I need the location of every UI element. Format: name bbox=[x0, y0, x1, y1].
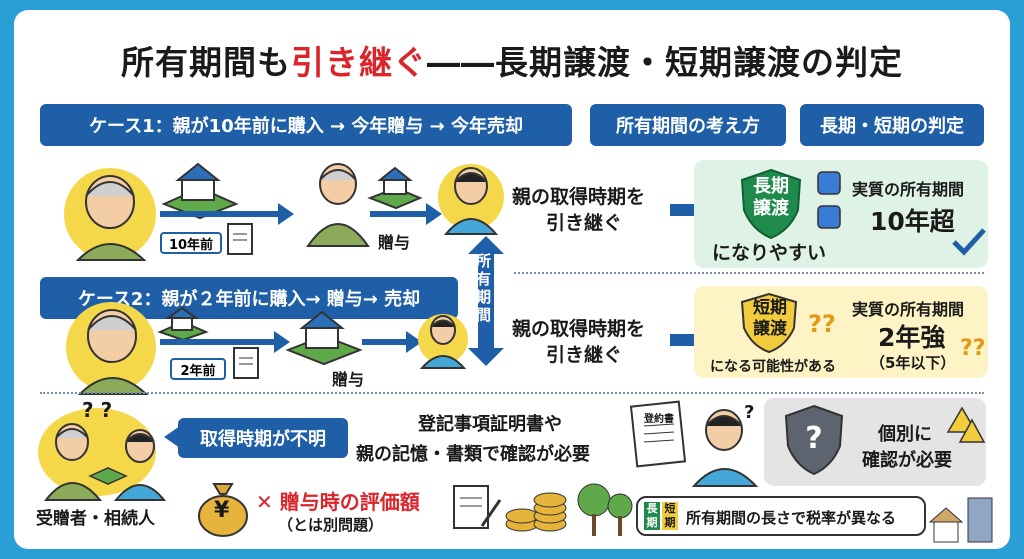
recipients-icon bbox=[43, 423, 167, 501]
trees-icon bbox=[577, 483, 633, 536]
judgment-header: 長期・短期の判定 bbox=[800, 104, 984, 146]
small-house-icon bbox=[157, 306, 209, 342]
parent2-avatar-icon bbox=[77, 309, 149, 395]
check-icon bbox=[952, 228, 986, 256]
gift-value-sub: （とは別問題） bbox=[278, 516, 384, 534]
individual-line1: 個別に bbox=[878, 424, 932, 445]
case2-actual-sub: （5年以下） bbox=[870, 354, 956, 372]
likely-label: になりやすい bbox=[712, 242, 827, 264]
individual-line2: 確認が必要 bbox=[862, 450, 952, 471]
case1-arrow-2-head bbox=[426, 203, 442, 225]
recipient-question-marks: ? ? bbox=[82, 398, 113, 422]
tax-rate-panel bbox=[636, 496, 926, 536]
long-term-shield-text: 長期 譲渡 bbox=[753, 176, 789, 219]
document-pen-icon bbox=[453, 485, 502, 529]
confirm-line2: 親の記憶・書類で確認が必要 bbox=[356, 444, 590, 465]
parent-giving-icon bbox=[306, 163, 423, 247]
divider-1 bbox=[514, 272, 984, 274]
buildings-icon bbox=[928, 497, 993, 543]
thumbs-up-icon bbox=[817, 171, 841, 229]
case1-arrow-1-head bbox=[278, 203, 294, 225]
parent-avatar-icon bbox=[75, 175, 147, 261]
ownership-period-arrow bbox=[468, 236, 504, 366]
period-concept-header: 所有期間の考え方 bbox=[590, 104, 786, 146]
yen-symbol: ¥ bbox=[214, 498, 230, 523]
years-ago-label: 10年前 bbox=[160, 232, 222, 254]
document2-icon bbox=[233, 347, 259, 379]
question-marks-1: ?? bbox=[808, 310, 836, 338]
shield-icon bbox=[740, 168, 802, 240]
confirm-line1: 登記事項証明書や bbox=[418, 414, 562, 435]
shield-short-icon bbox=[740, 292, 798, 354]
case1-actual-label: 実質の所有期間 bbox=[852, 180, 965, 199]
unknown-pill-pointer bbox=[164, 426, 180, 448]
case1-gift-label: 贈与 bbox=[378, 233, 411, 252]
contract-icon bbox=[629, 400, 687, 468]
child2-avatar-icon bbox=[419, 315, 467, 369]
child-avatar-icon bbox=[443, 167, 499, 235]
svg-text:?: ? bbox=[805, 421, 822, 456]
page-title: 所有期間も引き継ぐ――長期譲渡・短期譲渡の判定 bbox=[121, 43, 903, 82]
case1-arrow-3 bbox=[670, 204, 696, 216]
tag-short: 短期 bbox=[662, 502, 678, 530]
case2-arrow-1 bbox=[160, 339, 276, 345]
case2-actual-label: 実質の所有期間 bbox=[852, 300, 965, 319]
case2-arrow-1-head bbox=[274, 331, 290, 353]
worried-person-icon bbox=[691, 409, 759, 487]
gift-value-label: ✕ 贈与時の評価額 bbox=[256, 490, 420, 514]
case2-gift-label: 贈与 bbox=[332, 370, 365, 389]
house-icon bbox=[161, 162, 239, 220]
house2-icon bbox=[285, 310, 363, 366]
long-term-panel bbox=[694, 160, 988, 268]
case2-inherit-line1: 親の取得時期を bbox=[512, 318, 646, 340]
tax-rate-label: 所有期間の長さで税率が異なる bbox=[686, 509, 897, 527]
unknown-pill: 取得時期が不明 bbox=[178, 418, 348, 458]
case1-inherit-line1: 親の取得時期を bbox=[512, 186, 646, 208]
case2-inherit-line2: 引き継ぐ bbox=[546, 344, 623, 366]
contract-label: 登約書 bbox=[644, 414, 674, 425]
case1-header: ケース1：親が10年前に購入 → 今年贈与 → 今年売却 bbox=[40, 104, 572, 146]
case1-arrow-1 bbox=[160, 211, 280, 217]
case2-arrow-3 bbox=[670, 334, 696, 346]
case2-years-label: 2年前 bbox=[170, 358, 226, 380]
shield-gray-icon: ? bbox=[784, 404, 844, 476]
ownership-period-label: 所有 期間 bbox=[476, 252, 492, 324]
recipient-label: 受贈者・相続人 bbox=[36, 509, 155, 529]
warning-icon bbox=[946, 406, 986, 443]
case1-inherit-line2: 引き継ぐ bbox=[546, 212, 623, 234]
money-bag-icon bbox=[198, 483, 248, 537]
divider-2 bbox=[40, 392, 984, 394]
possible-label: になる可能性がある bbox=[710, 359, 836, 375]
document-icon bbox=[227, 223, 253, 255]
case1-actual-value: 10年超 bbox=[870, 207, 955, 236]
question-marks-2: ?? bbox=[960, 336, 986, 361]
coins-icon bbox=[505, 492, 567, 532]
case1-arrow-2 bbox=[370, 211, 428, 217]
tag-long: 長期 bbox=[644, 502, 660, 530]
question-mark-3: ? bbox=[744, 402, 755, 423]
case2-arrow-2 bbox=[362, 339, 408, 345]
short-term-shield-text: 短期 譲渡 bbox=[753, 298, 787, 339]
case2-actual-value: 2年強 bbox=[878, 323, 946, 352]
